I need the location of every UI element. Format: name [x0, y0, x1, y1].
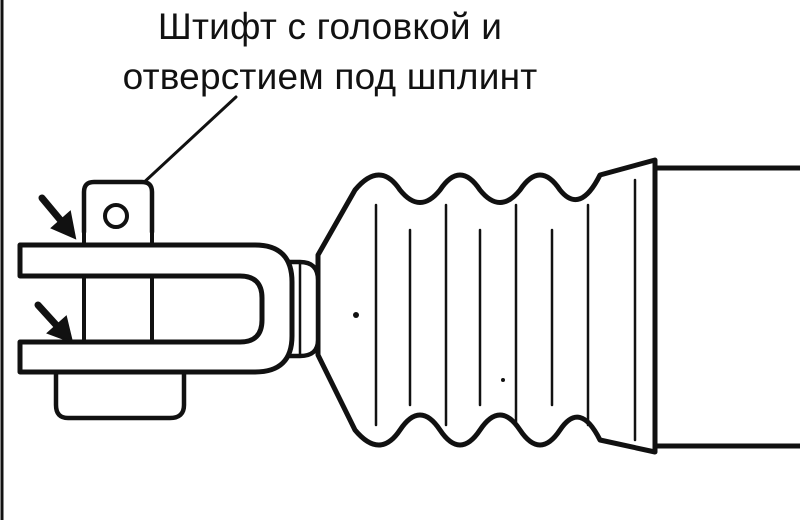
cotter-hole	[103, 203, 129, 229]
boot-ribs	[374, 178, 637, 442]
rubber-boot	[315, 157, 658, 455]
clevis-neck	[287, 259, 321, 359]
caption-line-1: Штифт с головкой и	[157, 6, 503, 47]
pin-body	[82, 274, 154, 344]
caption-line-2: отверстием под шплинт	[122, 56, 538, 97]
arrow-icon	[34, 301, 74, 344]
leader-line	[138, 95, 238, 188]
arrow-icon	[38, 194, 77, 240]
clevis-fork	[17, 242, 295, 375]
pin-tip	[53, 367, 187, 421]
shaft-tube	[652, 165, 800, 449]
